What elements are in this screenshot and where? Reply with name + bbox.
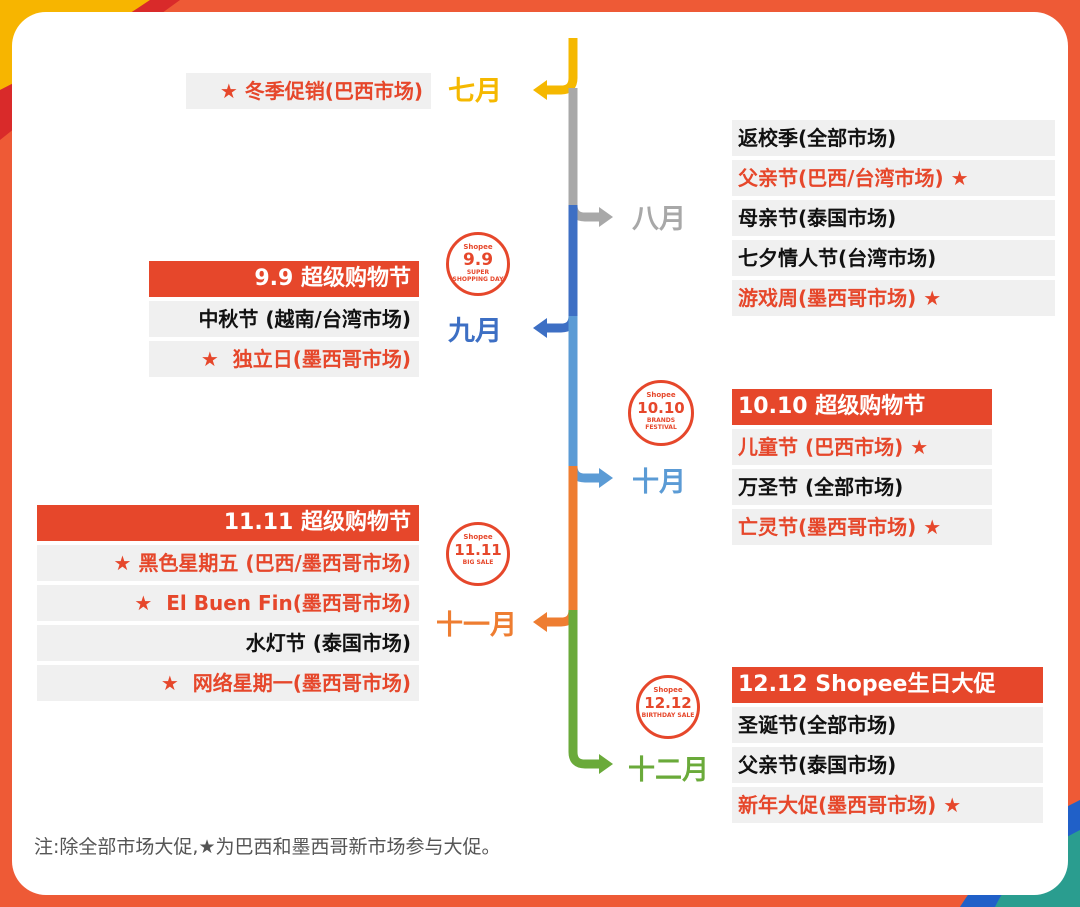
badge-caption: SUPER SHOPPING DAY bbox=[452, 269, 504, 283]
badge-number: 12.12 bbox=[644, 694, 692, 712]
event-row: 圣诞节(全部市场) bbox=[732, 707, 1043, 743]
event-row: 儿童节 (巴西市场) ★ bbox=[732, 429, 992, 465]
month-label-dec: 十二月 bbox=[628, 755, 709, 786]
event-row: 父亲节(巴西/台湾市场) ★ bbox=[732, 160, 1055, 196]
month-label-jul: 七月 bbox=[448, 76, 502, 107]
badge-brand: Shopee bbox=[463, 243, 493, 251]
month-label-nov: 十一月 bbox=[436, 610, 517, 641]
badge-number: 9.9 bbox=[462, 250, 494, 270]
festival-header: 9.9 超级购物节 bbox=[149, 261, 419, 297]
star-icon: ★ bbox=[219, 79, 238, 103]
event-row: 新年大促(墨西哥市场) ★ bbox=[732, 787, 1043, 823]
event-label: 亡灵节(墨西哥市场) bbox=[738, 515, 917, 539]
festival-header: 11.11 超级购物节 bbox=[37, 505, 419, 541]
event-label: El Buen Fin(墨西哥市场) bbox=[166, 591, 411, 615]
august-events: 返校季(全部市场) 父亲节(巴西/台湾市场) ★ 母亲节(泰国市场) 七夕情人节… bbox=[732, 120, 1055, 320]
badge-10-10-icon: Shopee 10.10 BRANDS FESTIVAL bbox=[628, 380, 694, 446]
july-events: ★ 冬季促销(巴西市场) bbox=[186, 73, 431, 113]
event-label: 万圣节 (全部市场) bbox=[738, 475, 904, 499]
event-row: 中秋节 (越南/台湾市场) bbox=[149, 301, 419, 337]
month-label-sep: 九月 bbox=[448, 316, 502, 347]
event-label: 游戏周(墨西哥市场) bbox=[738, 286, 917, 310]
event-label: 七夕情人节(台湾市场) bbox=[738, 246, 937, 270]
september-events: 9.9 超级购物节 中秋节 (越南/台湾市场) ★ 独立日(墨西哥市场) bbox=[149, 261, 419, 381]
star-icon: ★ bbox=[134, 591, 153, 615]
star-icon: ★ bbox=[950, 166, 969, 190]
star-icon: ★ bbox=[910, 435, 929, 459]
star-icon: ★ bbox=[923, 286, 942, 310]
badge-11-11-icon: Shopee 11.11 BIG SALE bbox=[446, 522, 510, 586]
event-row: ★ El Buen Fin(墨西哥市场) bbox=[37, 585, 419, 621]
star-icon: ★ bbox=[113, 551, 132, 575]
event-label: 网络星期一(墨西哥市场) bbox=[192, 671, 411, 695]
event-row: 返校季(全部市场) bbox=[732, 120, 1055, 156]
event-label: 返校季(全部市场) bbox=[738, 126, 897, 150]
badge-number: 10.10 bbox=[637, 399, 685, 417]
event-row: ★ 独立日(墨西哥市场) bbox=[149, 341, 419, 377]
badge-brand: Shopee bbox=[653, 686, 683, 694]
festival-header: 10.10 超级购物节 bbox=[732, 389, 992, 425]
event-row: 亡灵节(墨西哥市场) ★ bbox=[732, 509, 992, 545]
event-label: 母亲节(泰国市场) bbox=[738, 206, 897, 230]
event-row: 万圣节 (全部市场) bbox=[732, 469, 992, 505]
event-row: 母亲节(泰国市场) bbox=[732, 200, 1055, 236]
event-label: 父亲节(泰国市场) bbox=[738, 753, 897, 777]
star-icon: ★ bbox=[943, 793, 962, 817]
event-label: 新年大促(墨西哥市场) bbox=[738, 793, 937, 817]
event-row: 父亲节(泰国市场) bbox=[732, 747, 1043, 783]
event-label: 父亲节(巴西/台湾市场) bbox=[738, 166, 944, 190]
event-row: ★ 网络星期一(墨西哥市场) bbox=[37, 665, 419, 701]
event-label: 水灯节 (泰国市场) bbox=[245, 631, 411, 655]
badge-12-12-icon: Shopee 12.12 BIRTHDAY SALE bbox=[636, 675, 700, 739]
event-label: 圣诞节(全部市场) bbox=[738, 713, 897, 737]
month-label-aug: 八月 bbox=[632, 204, 686, 235]
october-events: 10.10 超级购物节 儿童节 (巴西市场) ★ 万圣节 (全部市场) 亡灵节(… bbox=[732, 389, 992, 549]
star-icon: ★ bbox=[200, 347, 219, 371]
star-icon: ★ bbox=[160, 671, 179, 695]
december-events: 12.12 Shopee生日大促 圣诞节(全部市场) 父亲节(泰国市场) 新年大… bbox=[732, 667, 1043, 827]
event-label: 儿童节 (巴西市场) bbox=[738, 435, 904, 459]
badge-number: 11.11 bbox=[454, 541, 502, 559]
badge-brand: Shopee bbox=[646, 391, 676, 399]
november-events: 11.11 超级购物节 ★ 黑色星期五 (巴西/墨西哥市场) ★ El Buen… bbox=[37, 505, 419, 705]
festival-header: 12.12 Shopee生日大促 bbox=[732, 667, 1043, 703]
event-label: 中秋节 (越南/台湾市场) bbox=[198, 307, 411, 331]
badge-caption: BIRTHDAY SALE bbox=[641, 712, 695, 719]
event-row: ★ 黑色星期五 (巴西/墨西哥市场) bbox=[37, 545, 419, 581]
event-label: 独立日(墨西哥市场) bbox=[232, 347, 411, 371]
event-label: 冬季促销(巴西市场) bbox=[244, 79, 423, 103]
event-label: 黑色星期五 (巴西/墨西哥市场) bbox=[138, 551, 411, 575]
event-row: 七夕情人节(台湾市场) bbox=[732, 240, 1055, 276]
star-icon: ★ bbox=[923, 515, 942, 539]
badge-caption: BIG SALE bbox=[462, 559, 494, 566]
event-row: 水灯节 (泰国市场) bbox=[37, 625, 419, 661]
badge-brand: Shopee bbox=[463, 533, 493, 541]
badge-caption: BRANDS FESTIVAL bbox=[645, 417, 677, 431]
badge-9-9-icon: Shopee 9.9 SUPER SHOPPING DAY bbox=[446, 232, 510, 296]
month-label-oct: 十月 bbox=[632, 467, 686, 498]
event-row: 游戏周(墨西哥市场) ★ bbox=[732, 280, 1055, 316]
event-row: ★ 冬季促销(巴西市场) bbox=[186, 73, 431, 109]
footnote: 注:除全部市场大促,★为巴西和墨西哥新市场参与大促。 bbox=[34, 836, 501, 858]
